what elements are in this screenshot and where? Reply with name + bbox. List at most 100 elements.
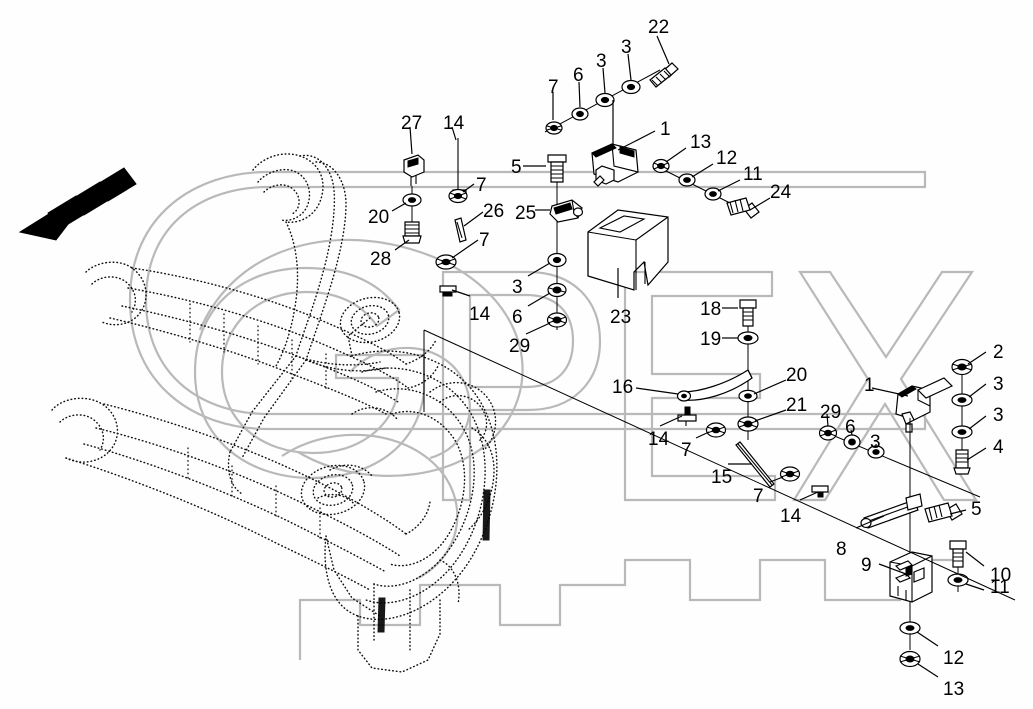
- differential-housing: [317, 317, 498, 673]
- callout-27: 27: [401, 113, 423, 134]
- callout-6: 6: [845, 417, 856, 438]
- callout-13: 13: [943, 679, 965, 700]
- part-9-bracket: [889, 551, 933, 603]
- part-13-nut: [652, 158, 670, 174]
- part-3-washer-right-c: [951, 425, 973, 439]
- part-20-washer-left: [402, 193, 422, 207]
- callout-7: 7: [476, 175, 487, 196]
- callout-16: 16: [612, 377, 634, 398]
- part-4-screw: [953, 449, 971, 475]
- part-14-stud-c: [677, 406, 697, 426]
- part-7-nut-e: [779, 466, 801, 482]
- part-28-screw: [402, 221, 422, 244]
- part-6-washer-top: [571, 107, 589, 121]
- part-20-washer-right: [738, 389, 758, 403]
- part-26-pin: [454, 217, 467, 243]
- callout-19: 19: [700, 329, 722, 350]
- part-7-nut-top: [545, 121, 563, 135]
- part-21-nut: [737, 416, 759, 432]
- callout-28: 28: [370, 249, 392, 270]
- callout-12: 12: [716, 148, 738, 169]
- part-3-washer-right-b: [951, 393, 973, 407]
- callout-23: 23: [610, 307, 632, 328]
- callout-29: 29: [509, 336, 531, 357]
- callout-18: 18: [700, 299, 722, 320]
- callout-1: 1: [660, 119, 671, 140]
- part-5-screw-upper: [547, 154, 567, 183]
- callout-29: 29: [820, 402, 842, 423]
- callout-5: 5: [971, 499, 982, 520]
- callout-11: 11: [990, 577, 1010, 598]
- callout-21: 21: [786, 395, 808, 416]
- part-7-nut-c: [435, 254, 457, 270]
- callout-20: 20: [786, 365, 808, 386]
- part-3-washer-top-a: [595, 92, 615, 108]
- part-3-washer-right-a: [867, 445, 885, 459]
- part-23-cover: [587, 209, 669, 291]
- lower-control-arm-lower: [51, 397, 431, 591]
- callout-11: 11: [743, 164, 763, 185]
- callout-6: 6: [573, 65, 584, 86]
- callout-14: 14: [443, 113, 465, 134]
- part-8-pin: [860, 493, 923, 529]
- part-14-stud-d: [811, 485, 829, 498]
- part-1-sensor-upper: [591, 143, 639, 187]
- part-18-bolt: [739, 299, 757, 327]
- callout-14: 14: [780, 506, 802, 527]
- callout-13: 13: [690, 132, 712, 153]
- part-16-curved-link: [676, 369, 753, 402]
- part-22-screw: [649, 62, 679, 88]
- part-14-stud-b: [439, 285, 457, 297]
- part-12-washer: [678, 173, 696, 187]
- part-7-nut-b: [448, 188, 468, 204]
- long-reference-line: [423, 329, 1016, 601]
- part-6-washer-center: [547, 282, 567, 298]
- part-1-sensor-lower: [895, 377, 954, 433]
- callout-7: 7: [479, 230, 490, 251]
- part-7-nut-d: [705, 422, 727, 438]
- callout-12: 12: [943, 648, 965, 669]
- callout-24: 24: [770, 182, 792, 203]
- callout-3: 3: [993, 374, 1004, 395]
- callout-5: 5: [511, 157, 522, 178]
- callout-7: 7: [681, 440, 692, 461]
- callout-15: 15: [711, 467, 733, 488]
- part-11-washer: [704, 187, 722, 201]
- callout-20: 20: [368, 207, 390, 228]
- part-3-washer-top-b: [621, 79, 641, 95]
- knuckle-pivot: [300, 296, 401, 516]
- direction-of-travel-arrow: [18, 167, 137, 241]
- part-11-washer-lower: [947, 573, 969, 587]
- part-5-screw-lower: [924, 502, 963, 523]
- part-29-nut-center: [546, 312, 568, 328]
- callout-3: 3: [621, 37, 632, 58]
- callout-8: 8: [836, 539, 847, 560]
- callout-7: 7: [753, 486, 764, 507]
- callout-3: 3: [596, 51, 607, 72]
- callout-7: 7: [548, 77, 559, 98]
- part-25-clamp: [549, 199, 584, 223]
- callout-26: 26: [483, 201, 505, 222]
- callout-10: 10: [990, 565, 1012, 586]
- part-15-rod: [735, 441, 775, 488]
- part-13-nut-bottom: [899, 650, 921, 668]
- callout-3: 3: [993, 405, 1004, 426]
- callout-14: 14: [469, 304, 491, 325]
- callout-3: 3: [512, 277, 523, 298]
- right-upper-hardware-axis: [655, 165, 741, 209]
- callout-22: 22: [648, 17, 670, 38]
- part-3-washer-center: [547, 252, 567, 268]
- callout-14: 14: [648, 429, 670, 450]
- tie-rod-phantom: [227, 355, 307, 495]
- part-27-clip: [403, 154, 425, 186]
- callout-1: 1: [864, 375, 875, 396]
- callout-25: 25: [515, 203, 537, 224]
- callout-2: 2: [993, 342, 1004, 363]
- part-10-bolt: [949, 540, 967, 568]
- part-19-washer: [737, 331, 759, 345]
- callout-3: 3: [870, 432, 881, 453]
- callout-6: 6: [512, 307, 523, 328]
